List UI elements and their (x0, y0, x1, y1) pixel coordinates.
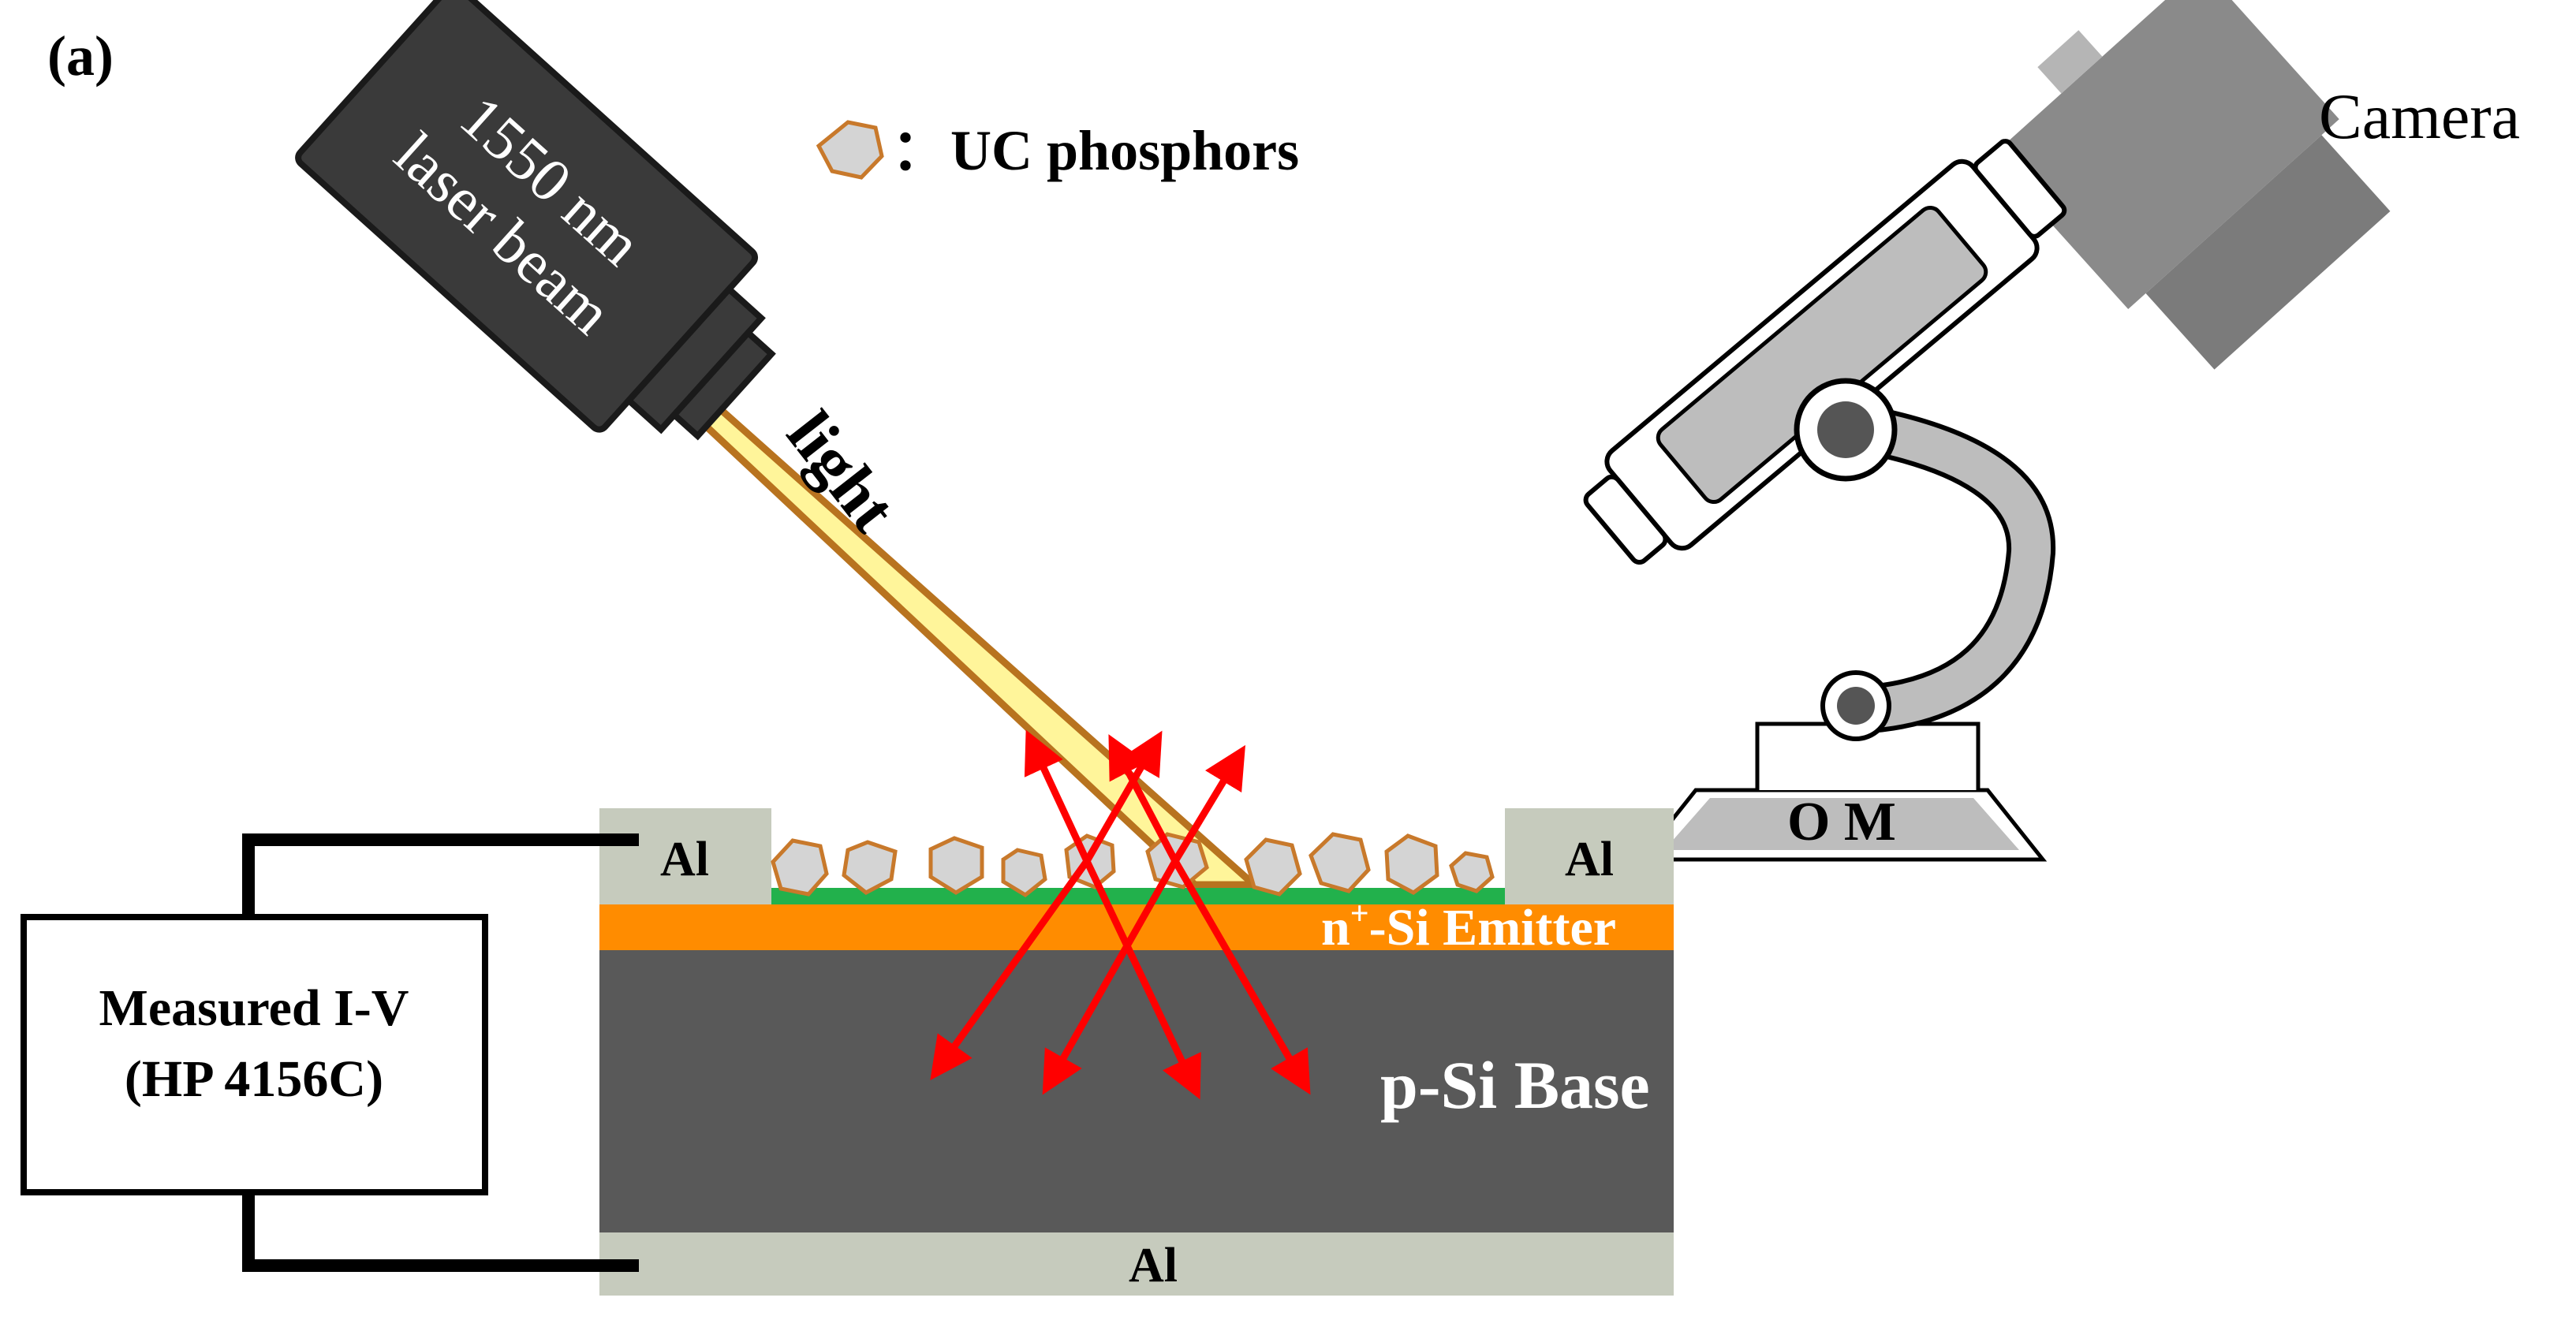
emission-arrow (1108, 734, 1178, 863)
emission-arrows (930, 729, 1311, 1100)
emission-arrow (930, 859, 1090, 1080)
phosphor-particle (928, 836, 984, 895)
al-contact-left (599, 808, 771, 904)
microscope-label: O M (1787, 792, 1896, 852)
phosphor-particle (842, 840, 898, 895)
meter-label-line1: Measured I-V (99, 979, 409, 1037)
emission-arrow (1083, 859, 1201, 1100)
legend-phosphor-icon (816, 120, 884, 180)
phosphor-particle (1244, 837, 1302, 897)
emission-arrow (1042, 859, 1178, 1095)
emission-arrow (1172, 744, 1245, 863)
emitter-label: n+-Si Emitter (1321, 896, 1616, 956)
phosphor-particle (1384, 833, 1439, 895)
base-label: p-Si Base (1380, 1047, 1650, 1123)
solar-cell: Al Al Al n+-Si Emitter p-Si Base (599, 808, 1674, 1296)
al-back-contact (599, 1232, 1674, 1296)
phosphor-particle (1449, 851, 1495, 893)
camera-label: Camera (2319, 80, 2520, 152)
measurement-wiring (242, 833, 639, 1272)
legend-label: UC phosphors (950, 119, 1299, 182)
measurement-instrument-box (21, 914, 488, 1195)
camera-icon (1991, 0, 2391, 370)
phosphor-particle (771, 838, 829, 897)
uc-phosphors (771, 832, 1495, 898)
microscope-icon (1583, 139, 2067, 862)
laser-head: 1550 nm laser beam (295, 0, 776, 441)
phosphor-particle (1309, 832, 1371, 893)
emission-arrow (1172, 859, 1311, 1095)
al-contact-right (1505, 808, 1674, 904)
panel-label: (a) (47, 24, 114, 88)
al-bottom-label: Al (1129, 1239, 1178, 1292)
legend-separator: ： (891, 119, 948, 182)
phosphor-particle (1001, 848, 1047, 898)
emission-arrow (1024, 729, 1091, 863)
p-si-base (599, 950, 1674, 1232)
meter-label-line2: (HP 4156C) (125, 1050, 383, 1108)
al-left-label: Al (660, 833, 709, 886)
al-right-label: Al (1565, 833, 1614, 886)
